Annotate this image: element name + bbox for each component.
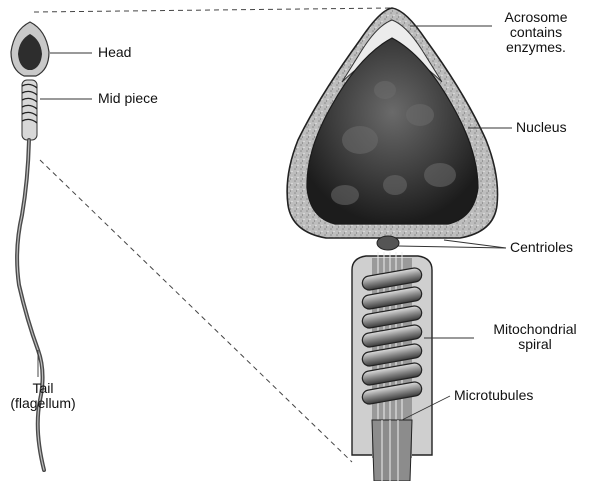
label-mid-piece: Mid piece bbox=[98, 91, 158, 106]
tail-start bbox=[372, 420, 412, 481]
centriole bbox=[377, 236, 399, 250]
label-tail-line1: Tail bbox=[2, 381, 84, 396]
small-tail bbox=[17, 140, 44, 470]
label-microtubules: Microtubules bbox=[454, 388, 533, 403]
label-tail-line2: (flagellum) bbox=[2, 396, 84, 411]
label-acrosome-line2: contains bbox=[484, 25, 588, 40]
enlarged-mid-piece bbox=[352, 252, 432, 481]
label-mitochondrial-spiral: Mitochondrial spiral bbox=[474, 322, 596, 352]
zoom-line-top bbox=[34, 8, 392, 12]
label-nucleus: Nucleus bbox=[516, 120, 567, 135]
label-head: Head bbox=[98, 45, 131, 60]
label-acrosome-line1: Acrosome bbox=[484, 10, 588, 25]
label-centrioles: Centrioles bbox=[510, 240, 573, 255]
enlarged-head bbox=[287, 8, 497, 250]
label-mitochondrial-line1: Mitochondrial bbox=[474, 322, 596, 337]
small-mid-piece bbox=[22, 80, 37, 140]
label-acrosome-line3: enzymes. bbox=[484, 40, 588, 55]
label-tail: Tail (flagellum) bbox=[2, 381, 84, 411]
label-acrosome: Acrosome contains enzymes. bbox=[484, 10, 588, 55]
label-mitochondrial-line2: spiral bbox=[474, 337, 596, 352]
